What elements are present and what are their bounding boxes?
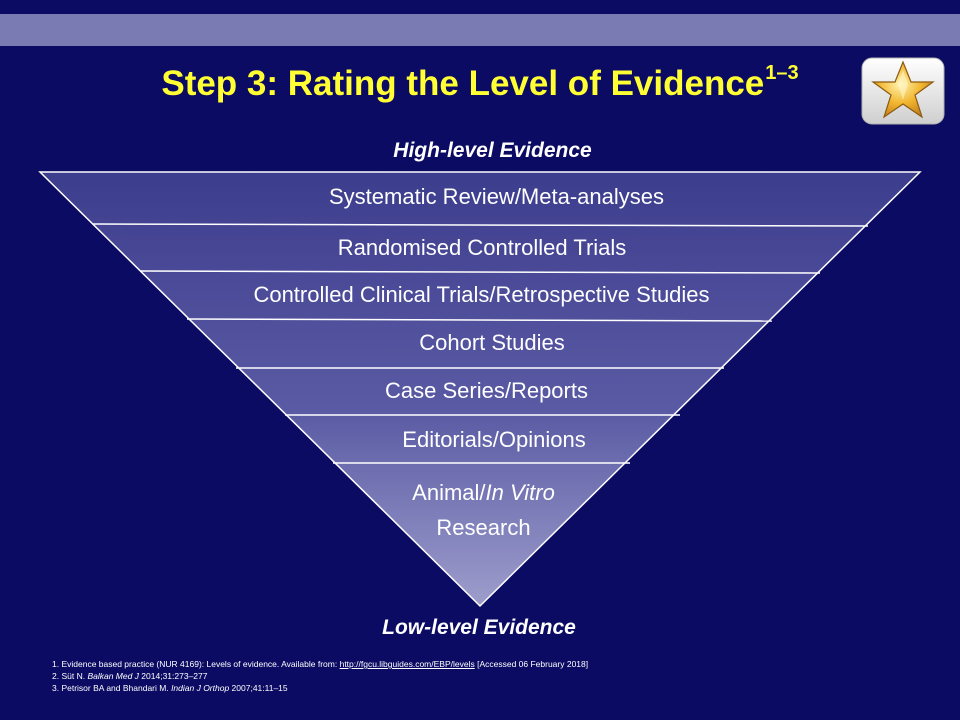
references: 1. Evidence based practice (NUR 4169): L… bbox=[52, 658, 588, 694]
reference-1-link[interactable]: http://fgcu.libguides.com/EBP/levels bbox=[339, 659, 475, 669]
reference-1-accessed: [Accessed 06 February 2018] bbox=[474, 659, 589, 669]
tier-systematic-review: Systematic Review/Meta-analyses bbox=[328, 184, 664, 209]
tier-animal-in-vitro: Animal/In Vitro bbox=[0, 479, 960, 507]
tier-divider bbox=[92, 223, 869, 227]
reference-3-author: 3. Petrisor BA and Bhandari M. bbox=[52, 683, 172, 693]
tier-randomised-controlled-trials: Randomised Controlled Trials bbox=[337, 235, 627, 260]
top-band bbox=[0, 14, 960, 46]
tier-research: Research bbox=[436, 515, 531, 540]
reference-3-journal: Indian J Orthop bbox=[171, 683, 230, 693]
reference-1-text: 1. Evidence based practice (NUR 4169): L… bbox=[52, 659, 340, 669]
reference-2-author: 2. Süt N. bbox=[52, 671, 88, 681]
tier-animal-text: Animal/ bbox=[412, 480, 486, 505]
tier-cohort-studies: Cohort Studies bbox=[419, 330, 565, 355]
slide-title: Step 3: Rating the Level of Evidence1–3 bbox=[0, 62, 960, 104]
tier-case-series: Case Series/Reports bbox=[385, 378, 588, 403]
reference-2: 2. Süt N. Balkan Med J 2014;31:273–277 bbox=[52, 670, 588, 682]
tier-controlled-clinical-trials: Controlled Clinical Trials/Retrospective… bbox=[253, 282, 710, 307]
tier-editorials-opinions: Editorials/Opinions bbox=[402, 427, 586, 452]
low-level-evidence-label: Low-level Evidence bbox=[382, 616, 576, 639]
high-level-evidence-label: High-level Evidence bbox=[393, 139, 592, 162]
tier-dividers bbox=[92, 223, 869, 464]
reference-2-journal: Balkan Med J bbox=[87, 671, 139, 681]
title-citation: 1–3 bbox=[765, 62, 799, 84]
tier-in-vitro-text: In Vitro bbox=[485, 480, 555, 505]
slide-title-text: Step 3: Rating the Level of Evidence bbox=[161, 64, 765, 103]
tier-divider bbox=[186, 318, 773, 322]
reference-2-citation: 2014;31:273–277 bbox=[138, 671, 208, 681]
reference-1: 1. Evidence based practice (NUR 4169): L… bbox=[52, 658, 588, 670]
reference-3: 3. Petrisor BA and Bhandari M. Indian J … bbox=[52, 682, 588, 694]
pyramid-triangle bbox=[38, 171, 922, 608]
star-icon bbox=[861, 57, 945, 125]
reference-3-citation: 2007;41:11–15 bbox=[229, 683, 288, 693]
tier-divider bbox=[139, 270, 821, 274]
